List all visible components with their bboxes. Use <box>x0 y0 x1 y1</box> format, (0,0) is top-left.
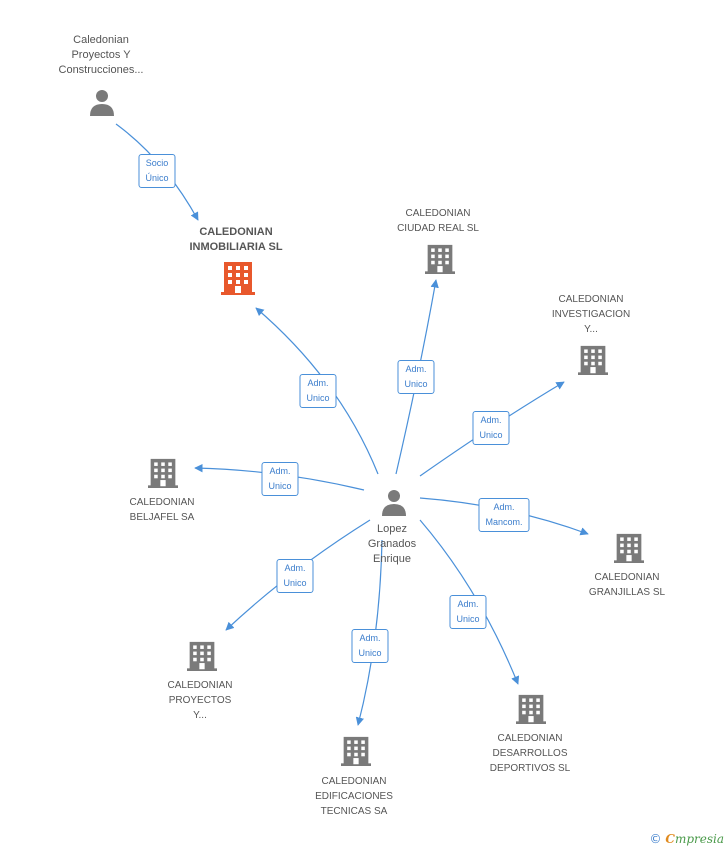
person-icon[interactable] <box>380 488 408 516</box>
node-label-caledonian-investigacion: CALEDONIAN INVESTIGACION Y... <box>551 294 631 335</box>
edge-label-adm-unico-proyectos[interactable]: Adm. Unico <box>276 559 314 593</box>
edge-label-adm-unico-beljafel[interactable]: Adm. Unico <box>261 462 299 496</box>
building-icon[interactable] <box>516 692 546 726</box>
building-icon[interactable] <box>341 734 371 768</box>
building-icon[interactable] <box>425 242 455 276</box>
node-label-caledonian-proyectos-y-construcciones: Caledonian Proyectos Y Construcciones... <box>58 34 144 76</box>
node-label-caledonian-beljafel: CALEDONIAN BELJAFEL SA <box>129 497 195 523</box>
building-icon[interactable] <box>578 343 608 377</box>
copyright-icon: © <box>649 832 662 846</box>
edge-label-adm-unico-ciudad-real[interactable]: Adm. Unico <box>397 360 435 394</box>
person-icon[interactable] <box>88 88 116 116</box>
node-label-caledonian-proyectos-y: CALEDONIAN PROYECTOS Y... <box>167 680 233 721</box>
building-icon[interactable] <box>148 456 178 490</box>
building-icon[interactable] <box>614 531 644 565</box>
node-label-caledonian-granjillas: CALEDONIAN GRANJILLAS SL <box>588 572 666 598</box>
edge-label-socio-unico[interactable]: Socio Único <box>138 154 176 188</box>
node-label-caledonian-edificaciones: CALEDONIAN EDIFICACIONES TECNICAS SA <box>315 776 393 817</box>
empresia-logo: © Cmpresia <box>649 832 724 846</box>
node-label-lopez-granados-enrique: Lopez Granados Enrique <box>367 523 417 565</box>
node-label-caledonian-desarrollos: CALEDONIAN DESARROLLOS DEPORTIVOS SL <box>489 733 571 774</box>
node-label-caledonian-ciudad-real: CALEDONIAN CIUDAD REAL SL <box>397 208 479 234</box>
edge-label-adm-unico-edificaciones[interactable]: Adm. Unico <box>351 629 389 663</box>
edge-label-adm-unico-investigacion[interactable]: Adm. Unico <box>472 411 510 445</box>
building-icon[interactable] <box>221 261 255 295</box>
edge-label-adm-mancom-granjillas[interactable]: Adm. Mancom. <box>478 498 530 532</box>
edge-label-adm-unico-desarrollos[interactable]: Adm. Unico <box>449 595 487 629</box>
edge-label-adm-unico-inmobiliaria[interactable]: Adm. Unico <box>299 374 337 408</box>
node-label-caledonian-inmobiliaria: CALEDONIAN INMOBILIARIA SL <box>189 226 283 253</box>
building-icon[interactable] <box>187 639 217 673</box>
